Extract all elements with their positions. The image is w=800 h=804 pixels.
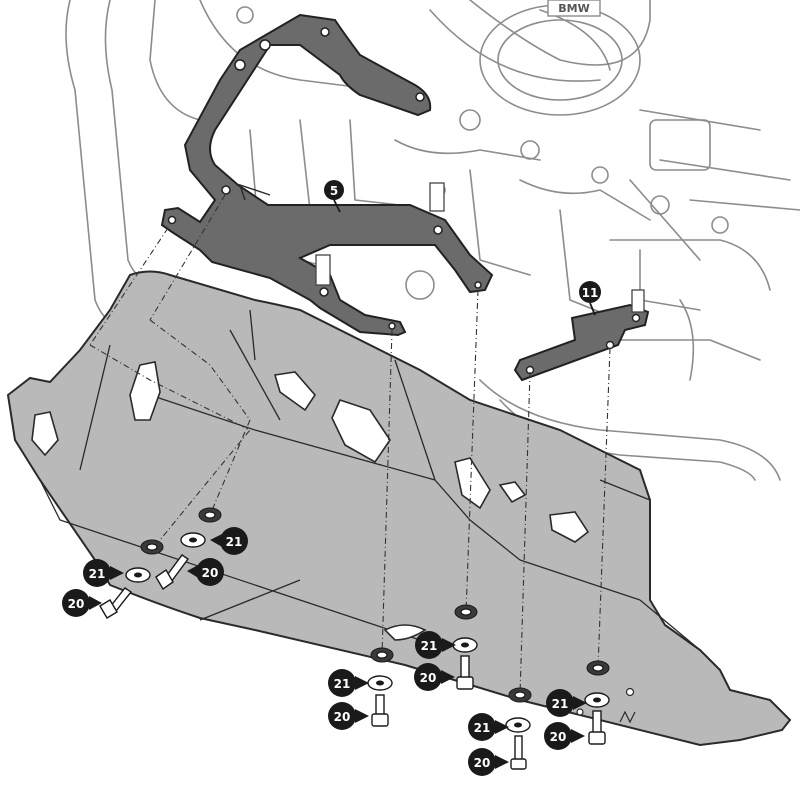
callout-bolt-a-text: 20 (202, 566, 219, 580)
skid-plate-cutouts (31, 361, 590, 641)
cutout-4 (331, 399, 391, 464)
brand-mark-text: BMW (558, 2, 589, 15)
callout-washer-f-text: 21 (552, 697, 569, 711)
spacer-1 (429, 182, 445, 212)
cutout-5 (454, 457, 491, 510)
callout-bolt-c: 20 (414, 663, 455, 691)
cutout-3 (273, 371, 317, 412)
front-bracket-hole-1 (259, 39, 271, 51)
callout-washer-e: 21 (468, 713, 509, 741)
callout-bolt-f-text: 20 (550, 730, 567, 744)
front-bracket-hole-2 (234, 59, 246, 71)
callout-bolt-d: 20 (328, 702, 369, 730)
assembly-leader-lines (89, 194, 611, 696)
rear-bracket-body (513, 303, 650, 382)
spacer-2 (315, 254, 331, 286)
front-bracket-hole-3 (320, 27, 330, 37)
callout-bolt-c-text: 20 (420, 671, 437, 685)
callout-washer-d-text: 21 (334, 677, 351, 691)
callout-bolt-a: 20 (187, 558, 224, 586)
front-bracket-hole-4 (415, 92, 425, 102)
callout-washer-d: 21 (328, 669, 369, 697)
callout-washer-a-text: 21 (226, 535, 243, 549)
bolt-1 (99, 587, 133, 619)
engine-brand-badge: BMW (547, 0, 601, 17)
cutout-6 (498, 481, 527, 504)
callout-washer-c: 21 (415, 631, 456, 659)
bolts (99, 554, 606, 770)
skid-plate-bend-lines (39, 309, 701, 651)
front-bracket-hole-6 (167, 215, 177, 225)
callout-part-11: 11 (579, 281, 601, 316)
fastener-sets (99, 507, 610, 770)
front-bracket-hole-7 (433, 225, 443, 235)
front-bracket-body (160, 13, 494, 337)
skid-plate (6, 270, 792, 747)
bolt-5 (510, 735, 527, 770)
callout-bolt-e-text: 20 (474, 756, 491, 770)
cutout-2 (129, 361, 161, 421)
front-bracket-hole-5 (221, 185, 231, 195)
front-bracket-hole-10 (474, 281, 482, 289)
front-bracket-hole-8 (319, 287, 329, 297)
callouts: 5 11 (324, 180, 601, 316)
bolt-2 (155, 554, 189, 591)
rear-bracket-hole-2 (605, 340, 615, 350)
cutout-8 (383, 624, 427, 641)
cutout-1 (31, 411, 59, 457)
rear-bracket-hole-3 (631, 313, 641, 323)
callout-bolt-b-text: 20 (68, 597, 85, 611)
callout-washer-b-text: 21 (89, 567, 106, 581)
rear-bracket-spacer (631, 289, 645, 313)
skid-plate-small-hole-2 (576, 708, 584, 716)
callout-bolt-b: 20 (62, 589, 102, 617)
callout-washer-f: 21 (546, 689, 587, 717)
skid-plate-notch (619, 710, 636, 724)
front-bracket-hole-9 (388, 322, 396, 330)
bolt-6 (588, 710, 606, 745)
bolt-4 (456, 655, 474, 690)
front-mounting-bracket (160, 13, 494, 337)
bolt-3 (371, 694, 389, 727)
cutout-7 (549, 511, 590, 543)
skid-plate-body (6, 270, 792, 747)
fastener-callouts: 21 20 21 20 21 20 21 (62, 527, 587, 776)
skid-plate-small-hole-1 (625, 687, 635, 697)
callout-bolt-f: 20 (544, 722, 585, 750)
callout-part-11-text: 11 (582, 286, 599, 300)
rear-mounting-bracket (513, 289, 650, 382)
callout-washer-c-text: 21 (421, 639, 438, 653)
callout-bolt-d-text: 20 (334, 710, 351, 724)
callout-washer-e-text: 21 (474, 721, 491, 735)
callout-bolt-e: 20 (468, 748, 509, 776)
callout-washer-b: 21 (83, 559, 124, 587)
callout-washer-a: 21 (210, 527, 248, 555)
callout-part-5: 5 (324, 180, 344, 213)
callout-part-5-text: 5 (330, 184, 338, 198)
front-bracket-fold (238, 183, 271, 201)
